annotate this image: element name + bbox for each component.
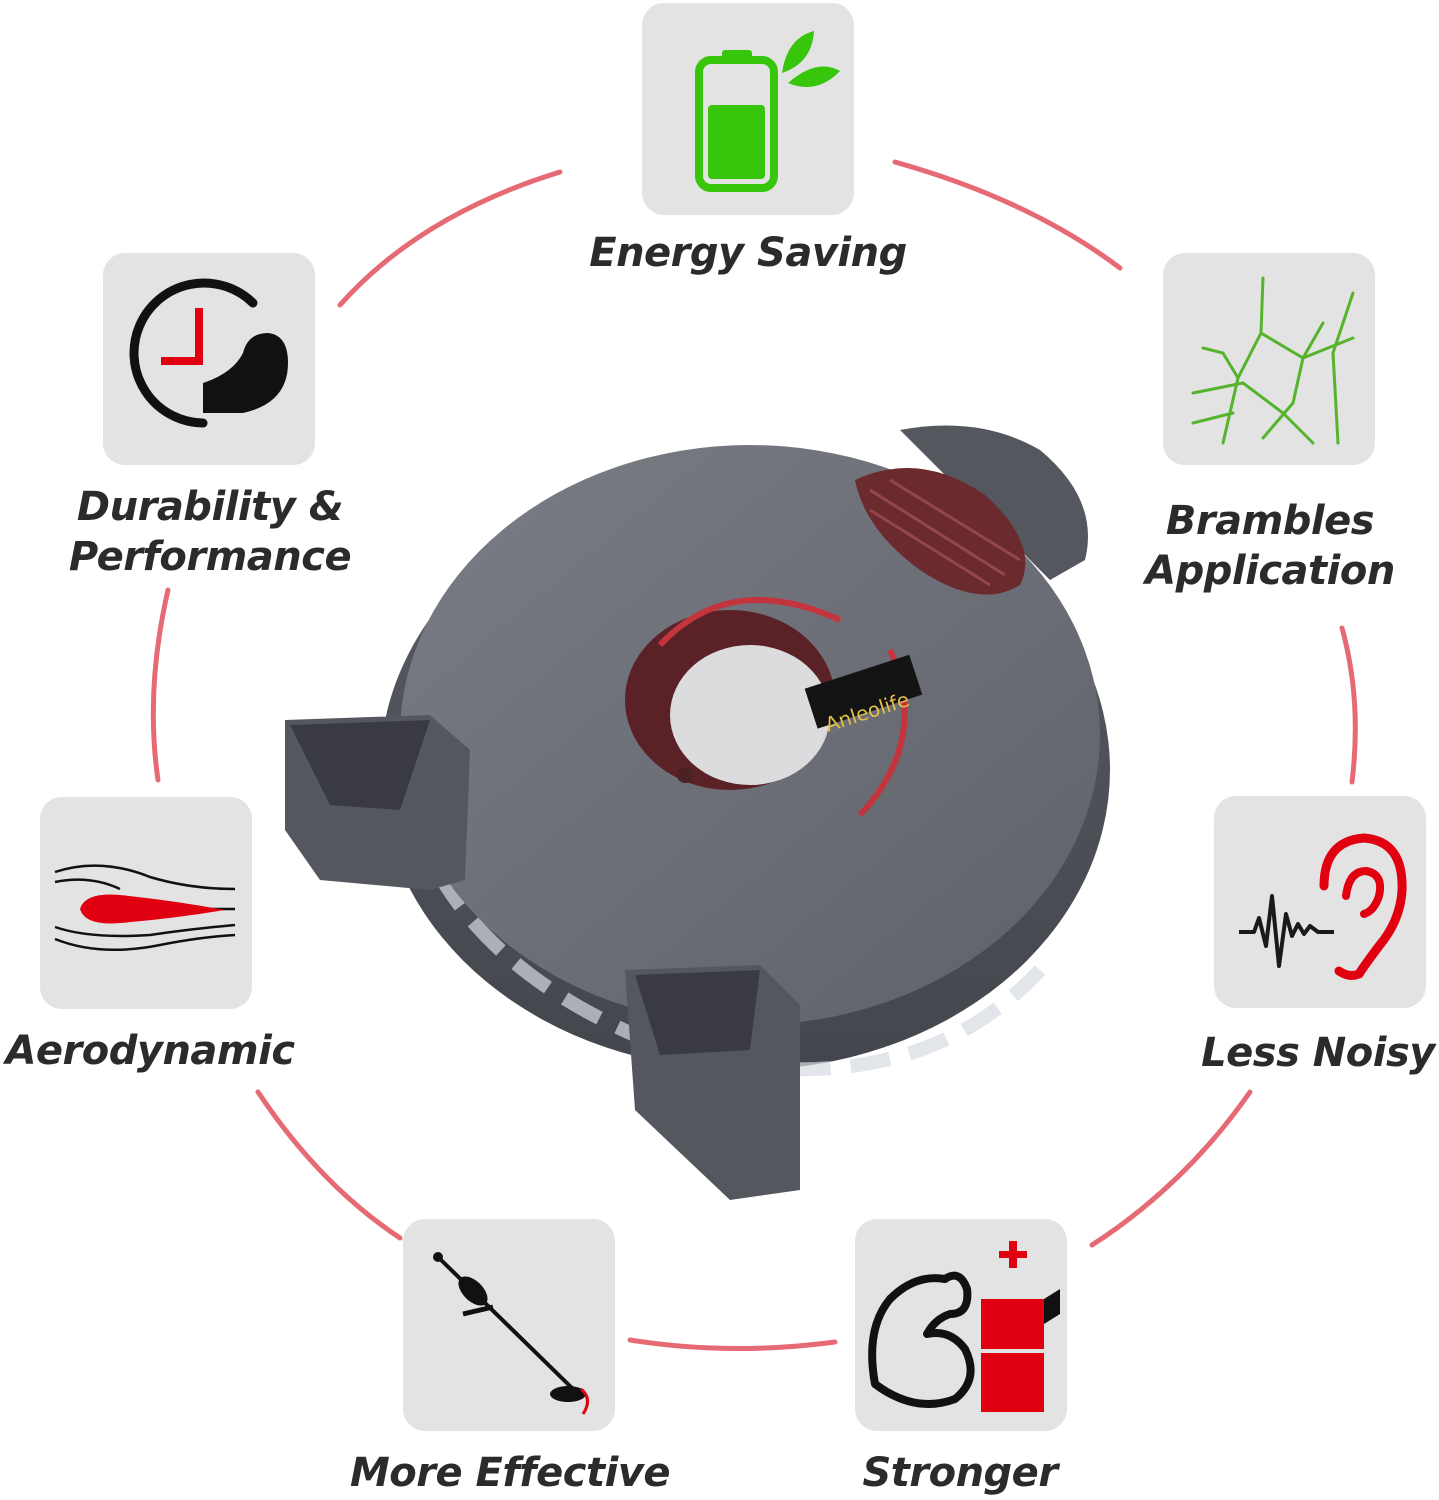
arc-bottom-right (1089, 1089, 1253, 1248)
clock-muscle-icon (129, 278, 288, 428)
ear-sound-icon (1239, 833, 1407, 980)
label-less-noisy: Less Noisy (1201, 1030, 1435, 1076)
tile-durability (103, 253, 315, 465)
label-energy-saving: Energy Saving (589, 230, 907, 276)
tile-brambles (1163, 253, 1375, 465)
brambles-icon (1191, 276, 1355, 445)
tile-stronger (855, 1219, 1067, 1431)
center-hole (670, 645, 830, 785)
line-window (855, 468, 1026, 595)
tile-energy-saving (642, 3, 854, 215)
arc-bottom (627, 1337, 838, 1352)
arc-left (150, 587, 171, 783)
brand-tag (804, 654, 923, 729)
airfoil-icon (54, 864, 236, 952)
arc-top-right (892, 159, 1123, 271)
label-more-effective: More Effective (349, 1450, 671, 1496)
battery-leaf-icon (695, 31, 840, 192)
label-stronger: Stronger (862, 1450, 1058, 1496)
arc-top-left (337, 169, 563, 308)
tile-less-noisy (1214, 796, 1426, 1008)
label-brambles: Brambles Application (1145, 498, 1395, 594)
arc-right (1339, 625, 1358, 785)
trimmer-line-spool: Anleolife (285, 425, 1110, 1200)
trimmer-icon (433, 1252, 589, 1415)
label-durability: Durability & Performance (68, 484, 352, 580)
rear-tab (900, 425, 1088, 580)
muscle-battery-icon (868, 1241, 1060, 1412)
arc-bottom-left (255, 1089, 403, 1241)
label-aerodynamic: Aerodynamic (5, 1028, 295, 1074)
tile-more-effective (403, 1219, 615, 1431)
tile-aerodynamic (40, 797, 252, 1009)
